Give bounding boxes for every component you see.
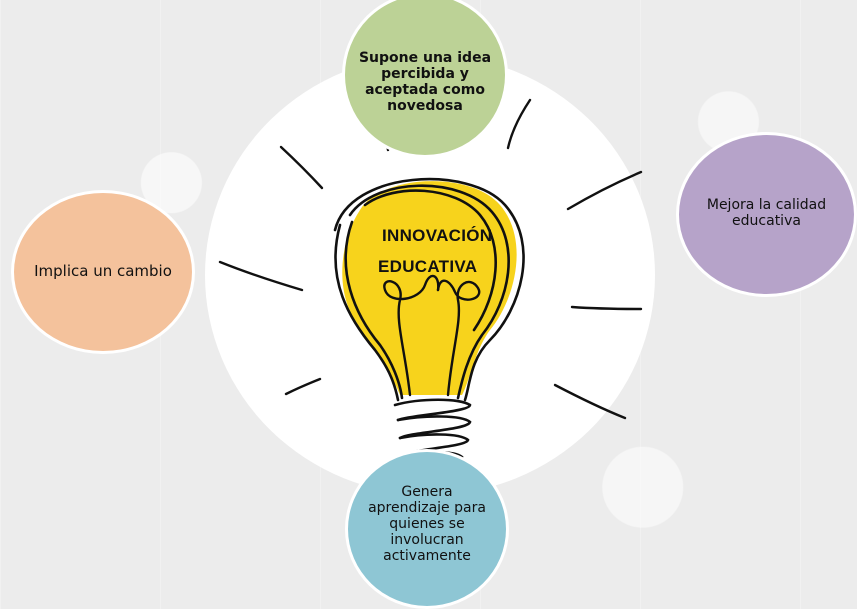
ray-top-center-right [506, 98, 532, 150]
base-coil-2 [396, 415, 472, 440]
ray-left [218, 260, 304, 292]
center-title-line1: INNOVACIÓN [382, 226, 493, 245]
ray-top-right [566, 170, 643, 211]
bulb-outline-3 [348, 184, 510, 400]
bulb-outline-5 [363, 189, 497, 332]
node-genera-aprendizaje-text: Genera aprendizaje para quienes se invol… [368, 484, 486, 565]
ray-bottom-left [284, 377, 322, 396]
bulb-outline-1 [333, 177, 525, 402]
ray-top-left [279, 145, 324, 190]
node-idea-novedosa: Supone una idea percibida y aceptada com… [342, 0, 508, 158]
bulb-yellow-fill [342, 181, 517, 395]
ray-bottom-right [553, 383, 627, 420]
node-implica-cambio: Implica un cambio [11, 190, 195, 354]
bulb-outline-2 [334, 223, 400, 402]
node-mejora-calidad-text: Mejora la calidad educativa [706, 197, 827, 230]
node-genera-aprendizaje: Genera aprendizaje para quienes se invol… [345, 449, 509, 609]
center-title-line2: EDUCATIVA [378, 257, 478, 276]
node-implica-cambio-text: Implica un cambio [34, 262, 172, 281]
bulb-outline-4 [344, 220, 404, 400]
filament-right [436, 279, 481, 397]
filament-left [383, 274, 440, 397]
node-mejora-calidad: Mejora la calidad educativa [676, 132, 857, 297]
ray-right [570, 305, 643, 311]
node-idea-novedosa-text: Supone una idea percibida y aceptada com… [358, 50, 492, 115]
center-title: INNOVACIÓN EDUCATIVA [378, 220, 538, 282]
